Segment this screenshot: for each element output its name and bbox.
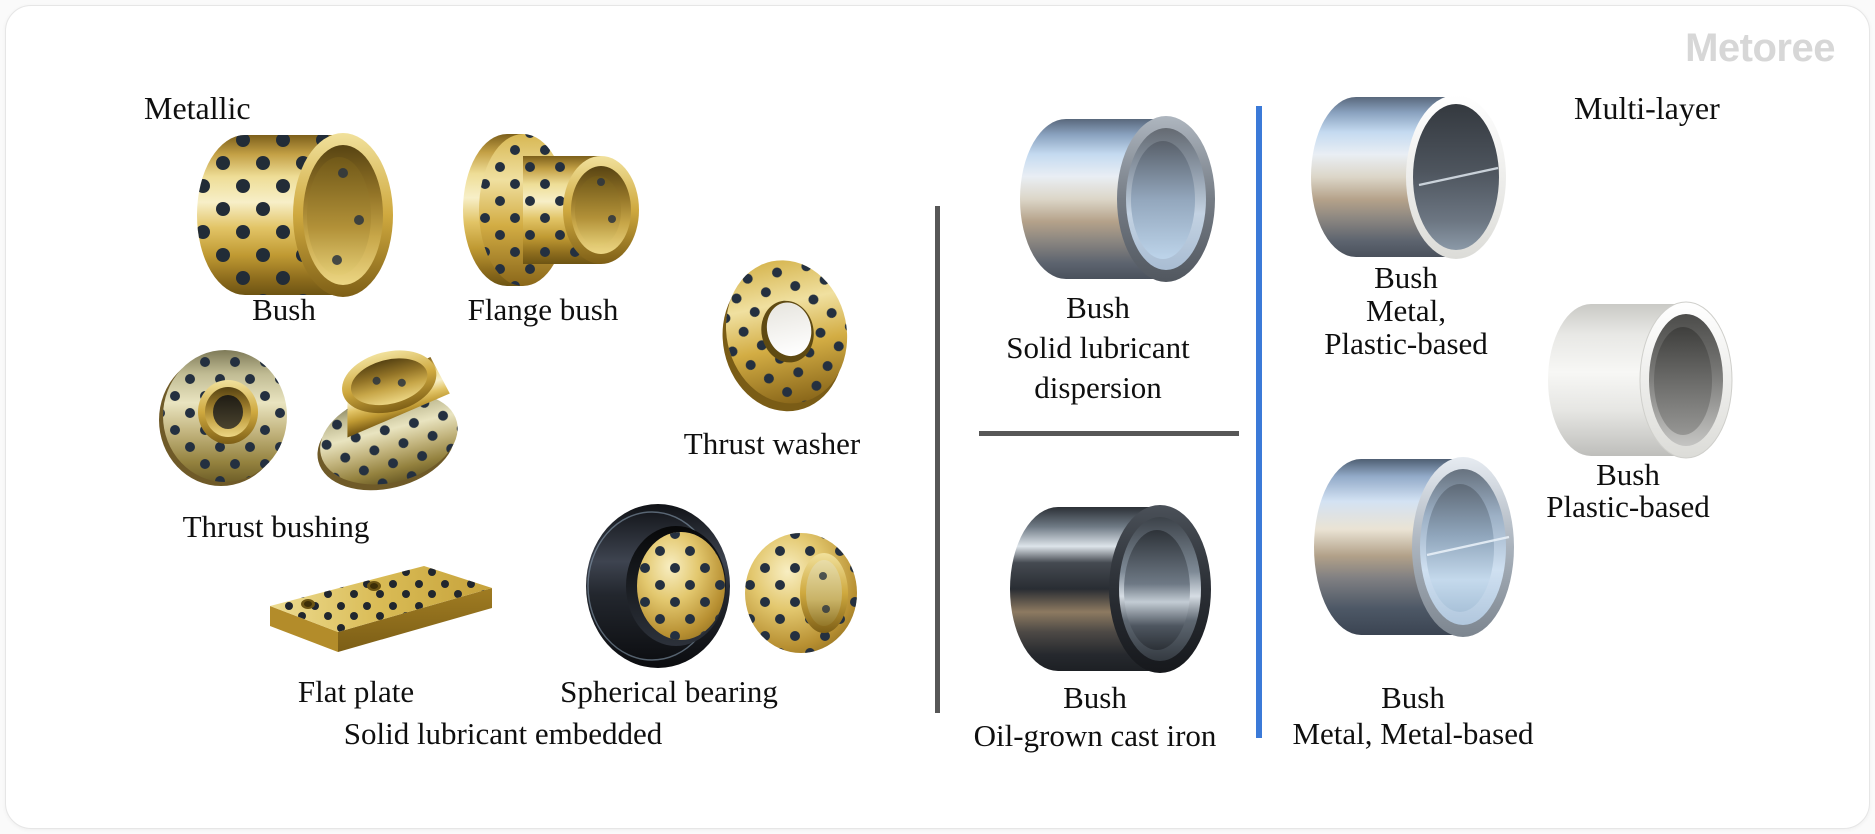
thrust-bushing-image: [159, 350, 468, 499]
label-line: Plastic-based: [1546, 489, 1710, 524]
metoree-logo: Metoree: [1685, 26, 1835, 70]
label-dispersion-bush: Bush Solid lubricant dispersion: [1006, 288, 1189, 408]
label-cast-iron-bush: Bush Oil-grown cast iron: [974, 679, 1217, 755]
label-line: Plastic-based: [1324, 326, 1488, 361]
label-flange-bush: Flange bush: [467, 292, 619, 327]
divider-vertical-blue: [1256, 106, 1262, 738]
divider-horizontal-gray: [979, 431, 1239, 436]
spherical-bearing-image: [586, 504, 857, 668]
gold-bush-image: [197, 133, 393, 297]
metal-metal-bush-image: [1314, 457, 1514, 637]
label-line: Bush: [1596, 457, 1660, 492]
label-spherical-bearing: Spherical bearing: [560, 674, 778, 709]
label-line: Bush: [1066, 290, 1130, 325]
metallic-title: Metallic: [144, 90, 251, 126]
content-card: Metoree Metallic Bush: [5, 5, 1870, 829]
label-thrust-washer: Thrust washer: [683, 426, 861, 461]
label-line: Metal,: [1365, 293, 1447, 328]
plastic-bush-image: [1548, 301, 1733, 459]
label-plastic-bush: Bush Plastic-based: [1546, 459, 1710, 523]
multi-layer-title: Multi-layer: [1574, 90, 1720, 126]
thrust-washer-image: [712, 248, 861, 415]
divider-vertical-gray: [935, 206, 940, 713]
label-solid-lubricant-embedded: Solid lubricant embedded: [343, 716, 663, 751]
label-thrust-bushing: Thrust bushing: [182, 509, 370, 544]
label-metal-plastic-bush: Bush Metal, Plastic-based: [1324, 261, 1488, 360]
label-line: Solid lubricant: [1006, 330, 1190, 365]
label-line: Bush: [1063, 680, 1127, 715]
label-line: Bush: [1374, 260, 1438, 295]
label-line: Metal, Metal-based: [1292, 716, 1534, 751]
label-line: Oil-grown cast iron: [973, 718, 1217, 753]
dispersion-bush-image: [1020, 116, 1215, 282]
label-bush: Bush: [252, 292, 316, 327]
label-line: dispersion: [1034, 370, 1162, 405]
flat-plate-image: [270, 566, 492, 652]
flange-bush-image: [463, 134, 639, 286]
label-line: Bush: [1381, 680, 1445, 715]
label-metal-metal-bush: Bush Metal, Metal-based: [1292, 680, 1533, 752]
cast-iron-bush-image: [1010, 505, 1211, 673]
metal-plastic-bush-image: [1311, 95, 1506, 259]
label-flat-plate: Flat plate: [297, 674, 415, 709]
